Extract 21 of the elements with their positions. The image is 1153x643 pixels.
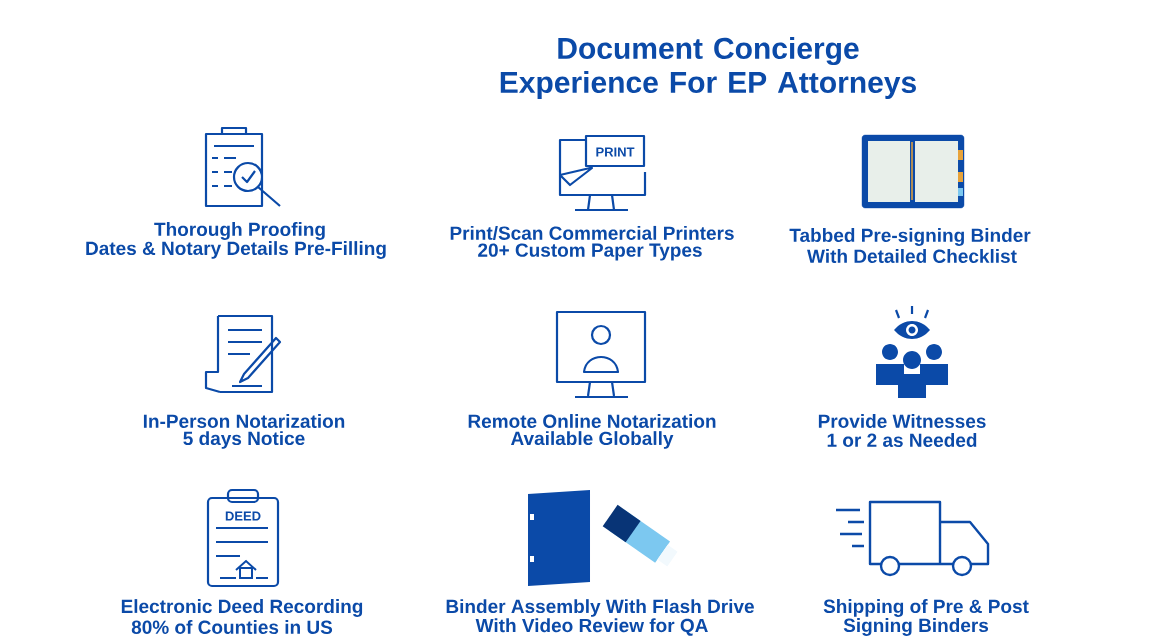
caption: 20+ Custom Paper Types (478, 243, 702, 261)
title: Document Concierge Experience For EP Attorneys (500, 37, 916, 99)
caption: Binder Assembly With Flash Drive (446, 599, 754, 617)
caption: Shipping of Pre & Post (823, 599, 1029, 617)
icon-label: DEED (225, 511, 261, 521)
caption: Thorough Proofing (154, 222, 325, 240)
caption: 80% of Counties in US (131, 620, 333, 634)
caption: With Detailed Checklist (807, 249, 1017, 263)
caption: Tabbed Pre-signing Binder (789, 228, 1031, 246)
caption: Available Globally (511, 431, 674, 449)
caption: With Video Review for QA (475, 618, 708, 636)
caption: Print/Scan Commercial Printers (450, 225, 734, 241)
caption: 5 days Notice (183, 431, 305, 449)
caption: 1 or 2 as Needed (827, 433, 977, 447)
caption: Signing Binders (843, 618, 989, 636)
caption: In-Person Notarization (143, 414, 345, 428)
caption: Remote Online Notarization (468, 414, 716, 428)
caption: Provide Witnesses (818, 414, 986, 428)
caption: Dates & Notary Details Pre-Filling (86, 241, 386, 259)
caption: Electronic Deed Recording (121, 599, 363, 617)
icon-label: PRINT (596, 147, 635, 157)
